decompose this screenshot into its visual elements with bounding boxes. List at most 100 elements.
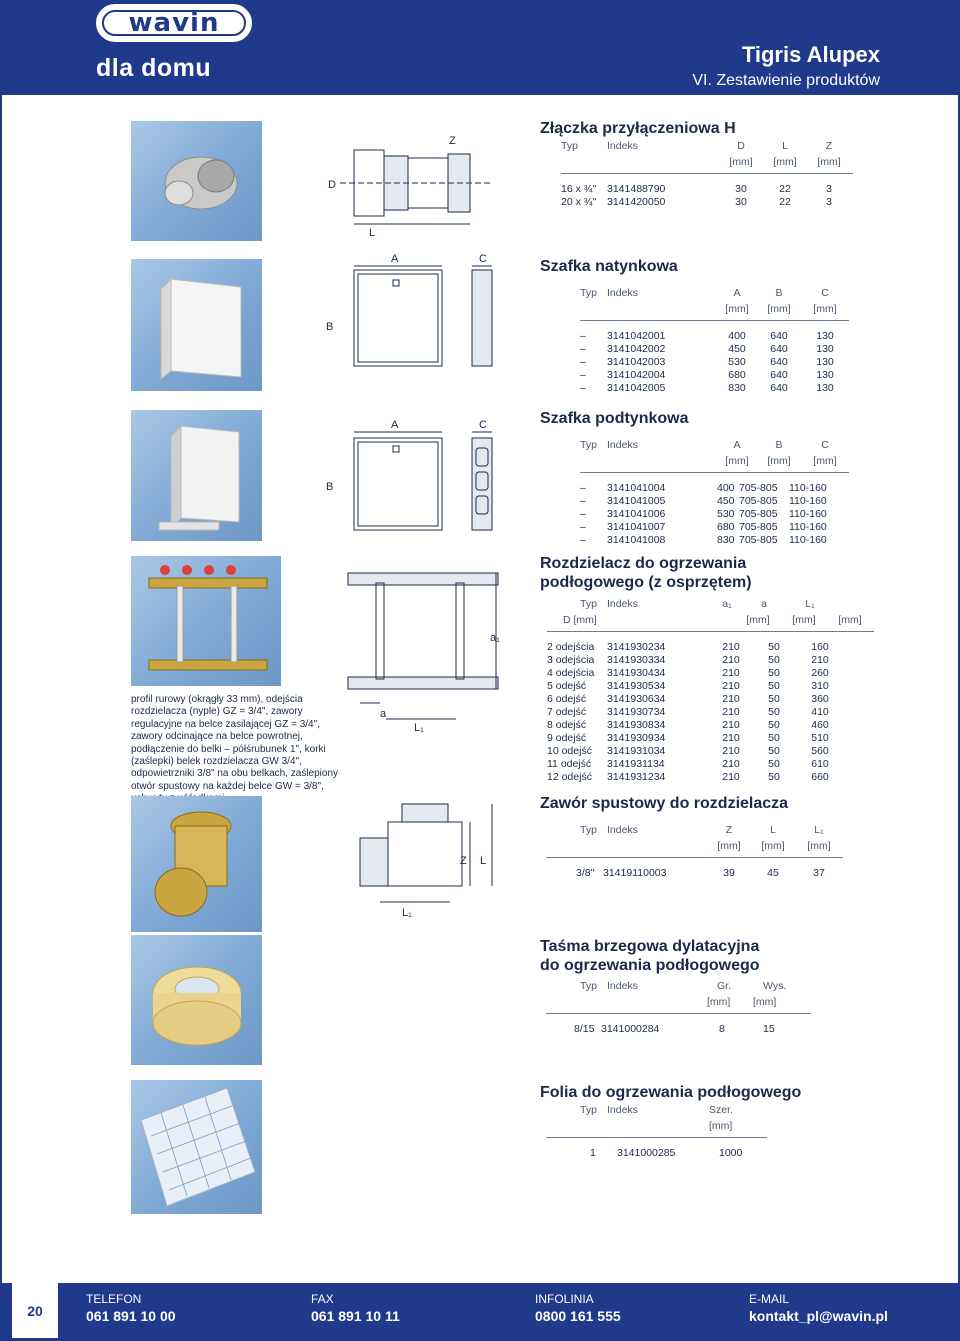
manifold-table: Typ Indeks a₁ a L₁ D [mm] [mm] [mm] [mm]… <box>547 598 874 784</box>
cell-c: 110-160 <box>789 495 827 507</box>
cell-indeks: 3141041007 <box>607 521 666 533</box>
col-indeks: Indeks <box>607 1104 638 1116</box>
cell-typ: 4 odejścia <box>547 667 595 679</box>
table-row: – 3141042001 400 640 130 <box>580 330 849 343</box>
foil-photo <box>131 1080 262 1214</box>
table-units-row: [mm] [mm] <box>580 996 811 1009</box>
cell-a: 50 <box>768 654 780 666</box>
dim-label-c: C <box>479 419 487 431</box>
cell-typ: 9 odejść <box>547 732 587 744</box>
cell-l1: 610 <box>811 758 829 770</box>
cell-a: 50 <box>768 732 780 744</box>
cell-b: 705-805 <box>739 482 778 494</box>
cell-c: 110-160 <box>789 534 827 546</box>
unit-l1: [mm] <box>807 840 831 852</box>
cell-b: 640 <box>770 382 788 394</box>
cell-l1: 310 <box>811 680 829 692</box>
col-c: C <box>821 439 829 451</box>
cell-l1: 460 <box>811 719 829 731</box>
cell-a1: 210 <box>722 706 740 718</box>
cell-szer: 1000 <box>719 1147 743 1159</box>
cell-typ: 2 odejścia <box>547 641 595 653</box>
wavin-logo: wavin <box>96 4 252 42</box>
table-header-row: Typ Indeks D L Z <box>561 140 853 153</box>
cell-l1: 37 <box>813 867 825 879</box>
cell-indeks: 3141000285 <box>617 1147 676 1159</box>
dim-label-a1: a₁ <box>490 632 500 644</box>
cell-indeks: 3141041004 <box>607 482 666 494</box>
cell-indeks: 3141930334 <box>607 654 666 666</box>
coupling-icon <box>164 156 238 210</box>
unit-b: [mm] <box>767 303 791 315</box>
table-header-row: Typ Indeks A B C <box>580 287 849 300</box>
col-indeks: Indeks <box>607 824 638 836</box>
cell-a: 830 <box>728 382 746 394</box>
unit-l: [mm] <box>761 840 785 852</box>
cell-a1: 210 <box>722 680 740 692</box>
unit-d: [mm] <box>729 156 753 168</box>
cell-d: 30 <box>735 196 747 208</box>
cell-a1: 210 <box>722 693 740 705</box>
cell-a: 400 <box>717 482 735 494</box>
cell-c: 130 <box>816 382 834 394</box>
dim-label-z: Z <box>449 135 456 147</box>
cell-a1: 210 <box>722 758 740 770</box>
unit-c: [mm] <box>813 303 837 315</box>
col-a: A <box>733 439 741 451</box>
cell-typ: 16 x ¾" <box>561 183 597 195</box>
surface-cabinet-title: Szafka natynkowa <box>540 258 678 275</box>
table-divider <box>580 472 849 473</box>
drain-valve-title: Zawór spustowy do rozdzielacza <box>540 795 789 812</box>
cell-a1: 210 <box>722 719 740 731</box>
cell-a: 680 <box>717 521 735 533</box>
col-indeks: Indeks <box>607 598 638 610</box>
col-typ: Typ <box>580 980 597 992</box>
cell-b: 640 <box>770 356 788 368</box>
cell-a: 400 <box>728 330 746 342</box>
cell-a: 50 <box>768 693 780 705</box>
cell-indeks: 3141930234 <box>607 641 666 653</box>
cell-a1: 210 <box>722 732 740 744</box>
dim-label-l1: L₁ <box>414 722 424 733</box>
table-header-row: Typ Indeks A B C <box>580 439 849 452</box>
table-row: 8/15 3141000284 8 15 <box>574 1023 811 1036</box>
table-divider <box>546 1013 811 1014</box>
cell-d: 30 <box>735 183 747 195</box>
cell-typ: – <box>580 534 586 546</box>
table-header-row: Typ Indeks Z L L₁ <box>580 824 843 837</box>
table-row: – 3141042003 530 640 130 <box>580 356 849 369</box>
col-typ: Typ <box>580 439 597 451</box>
cell-typ: – <box>580 495 586 507</box>
logo-text: wavin <box>102 8 246 38</box>
cell-c: 130 <box>816 356 834 368</box>
cell-a: 450 <box>728 343 746 355</box>
coupling-photo <box>131 121 262 241</box>
telefon-value[interactable]: 061 891 10 00 <box>86 1308 176 1324</box>
col-indeks: Indeks <box>607 439 638 451</box>
email-link[interactable]: kontakt_pl@wavin.pl <box>749 1308 888 1324</box>
telefon-label: TELEFON <box>86 1292 142 1306</box>
col-wys: Wys. <box>763 980 787 992</box>
cell-c: 110-160 <box>789 482 827 494</box>
cell-typ: – <box>580 330 586 342</box>
cell-indeks: 3141930634 <box>607 693 666 705</box>
infolinia-value[interactable]: 0800 161 555 <box>535 1308 621 1324</box>
cell-z: 3 <box>826 183 832 195</box>
cell-a: 50 <box>768 667 780 679</box>
cell-a: 50 <box>768 680 780 692</box>
table-row: – 3141041004 400 705-805 110-160 <box>580 482 849 495</box>
unit-l: [mm] <box>773 156 797 168</box>
cell-l1: 660 <box>811 771 829 783</box>
cell-gr: 8 <box>719 1023 725 1035</box>
cell-typ: – <box>580 343 586 355</box>
surface-cabinet-table: Typ Indeks A B C [mm] [mm] [mm] – 314104… <box>580 287 849 395</box>
table-units-row: [mm] [mm] [mm] <box>561 156 853 169</box>
manifold-drawing: a₁ a L₁ <box>340 553 512 734</box>
table-divider <box>546 857 843 858</box>
